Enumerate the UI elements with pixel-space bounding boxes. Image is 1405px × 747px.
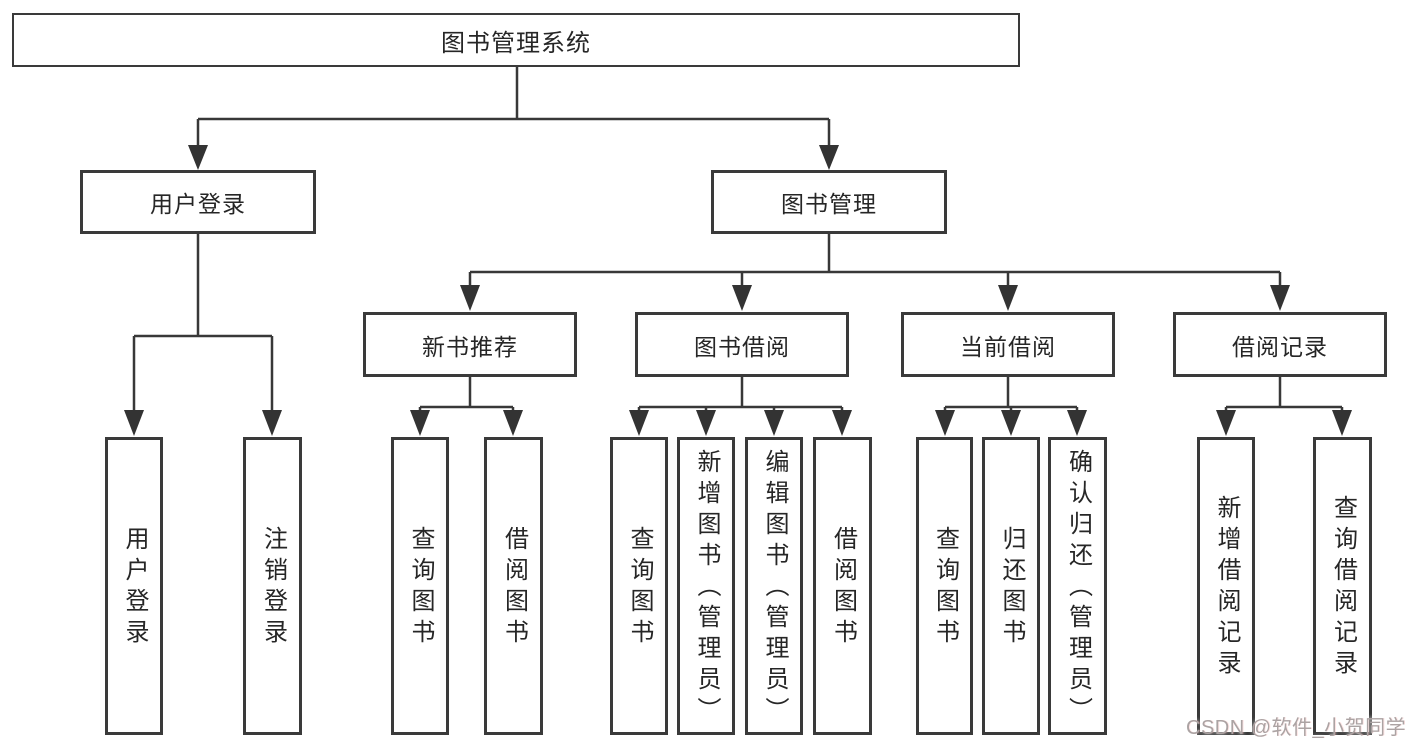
node-borrow-borrow-books: 借阅图书 (813, 437, 872, 735)
node-current-return-books: 归还图书 (982, 437, 1040, 735)
node-borrow-add-books-admin: 新增图书（管理员） (677, 437, 735, 735)
connector-current-borrow-children (935, 377, 1087, 436)
connector-user-login-children (124, 234, 282, 436)
node-record-add-borrow-record: 新增借阅记录 (1197, 437, 1255, 735)
node-logout: 注销登录 (243, 437, 302, 735)
connector-new-book-children (410, 377, 523, 436)
node-newbook-borrow-books: 借阅图书 (484, 437, 543, 735)
connector-borrow-record-children (1216, 377, 1352, 436)
node-borrow-edit-books-admin: 编辑图书（管理员） (745, 437, 803, 735)
node-borrow-query-books: 查询图书 (610, 437, 668, 735)
node-root-system: 图书管理系统 (12, 13, 1020, 67)
node-current-confirm-return-admin: 确认归还（管理员） (1048, 437, 1107, 735)
node-record-query-borrow-record: 查询借阅记录 (1313, 437, 1372, 735)
node-book-management: 图书管理 (711, 170, 947, 234)
connector-root-to-level2 (188, 67, 839, 170)
node-login: 用户登录 (105, 437, 163, 735)
node-new-book-recommend: 新书推荐 (363, 312, 577, 377)
node-book-borrow: 图书借阅 (635, 312, 849, 377)
connector-book-mgmt-children (460, 234, 1290, 311)
csdn-watermark: CSDN @软件_小贺同学 (1186, 717, 1405, 739)
node-newbook-query-books: 查询图书 (391, 437, 449, 735)
node-current-borrow: 当前借阅 (901, 312, 1115, 377)
node-user-login: 用户登录 (80, 170, 316, 234)
node-current-query-books: 查询图书 (916, 437, 973, 735)
connector-book-borrow-children (629, 377, 852, 436)
node-borrow-records: 借阅记录 (1173, 312, 1387, 377)
